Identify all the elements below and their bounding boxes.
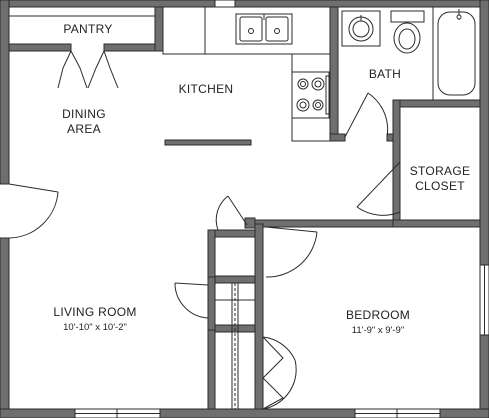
bedroom-wall-left [254, 223, 264, 410]
pantry-wall-side [154, 6, 164, 52]
bath [329, 6, 481, 228]
pantry [8, 6, 164, 89]
hall-closet-door[interactable] [227, 195, 248, 226]
bedroom-label: BEDROOM [346, 308, 410, 322]
storage-label-line2: CLOSET [415, 179, 465, 193]
storage-wall-bottom [392, 219, 481, 228]
window-kitchen-top [214, 0, 236, 8]
right-wall [479, 0, 489, 418]
bedroom-dimensions: 11'-9" x 9'-9" [352, 325, 404, 336]
living-room-label: LIVING ROOM [53, 305, 136, 319]
left-wall-upper [0, 0, 10, 185]
windows [74, 0, 489, 418]
entry-door[interactable] [8, 183, 59, 193]
dining-label-line1: DINING [62, 107, 106, 121]
kitchen [162, 6, 331, 146]
bath-wall-left [329, 6, 339, 141]
bath-door[interactable] [344, 92, 369, 138]
stove [291, 71, 330, 119]
bath-wall-bottom-left [329, 133, 346, 142]
closet-shelving [215, 283, 255, 409]
bedroom-door[interactable] [265, 226, 318, 233]
pantry-wall-right [103, 43, 163, 52]
bedroom-closet-door-upper[interactable] [262, 336, 284, 379]
storage-door[interactable] [356, 161, 401, 208]
pantry-bifold-door-left[interactable] [57, 50, 72, 89]
hall-stub [244, 217, 256, 229]
bath-label: BATH [369, 67, 401, 81]
pantry-label: PANTRY [63, 22, 112, 36]
bedroom-closet-door-lower[interactable] [262, 377, 284, 410]
closet-wall-left-lower [207, 329, 216, 410]
dining-label-line2: AREA [67, 122, 101, 136]
bottom-wall [0, 408, 489, 418]
top-wall [0, 0, 489, 8]
living-closet-door[interactable] [174, 282, 209, 286]
kitchen-label: KITCHEN [179, 82, 234, 96]
bath-wall-tub [392, 99, 481, 108]
living-room-dimensions: 10'-10" x 10'-2" [63, 322, 127, 333]
toilet-tank [390, 10, 425, 23]
doors [8, 183, 318, 410]
hall-wall-top [251, 219, 394, 228]
kitchen-bar-counter [164, 139, 252, 146]
closet-divider-1 [214, 275, 256, 284]
pantry-bifold-door-right[interactable] [87, 50, 105, 89]
storage-label-line1: STORAGE [410, 164, 471, 178]
closet-wall-left-upper [207, 229, 216, 278]
closet-wall-top [214, 229, 256, 238]
left-wall-lower [0, 237, 10, 418]
pantry-wall-left [8, 43, 72, 52]
